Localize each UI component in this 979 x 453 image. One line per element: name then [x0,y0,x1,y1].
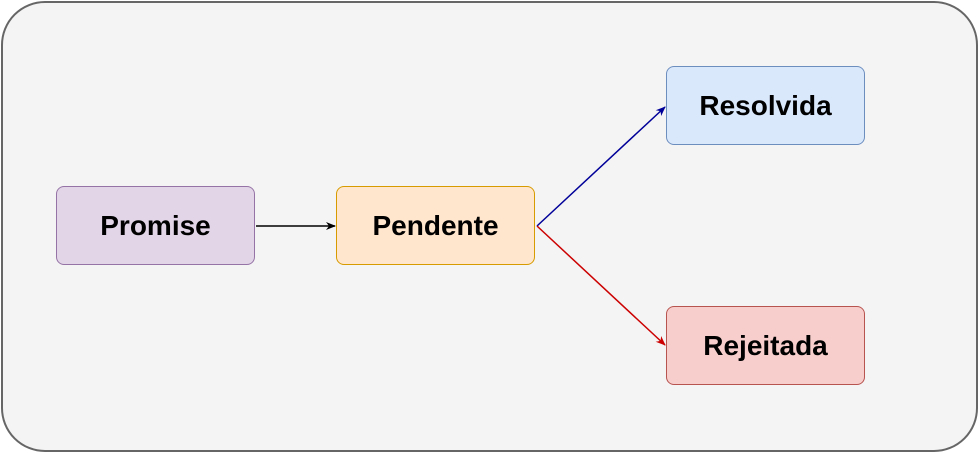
node-resolvida-label: Resolvida [699,89,832,121]
node-pendente[interactable]: Pendente [336,186,535,265]
node-rejeitada-label: Rejeitada [703,329,828,361]
node-rejeitada[interactable]: Rejeitada [666,306,865,385]
node-promise-label: Promise [100,209,211,241]
node-promise[interactable]: Promise [56,186,255,265]
node-pendente-label: Pendente [372,209,499,241]
node-resolvida[interactable]: Resolvida [666,66,865,145]
